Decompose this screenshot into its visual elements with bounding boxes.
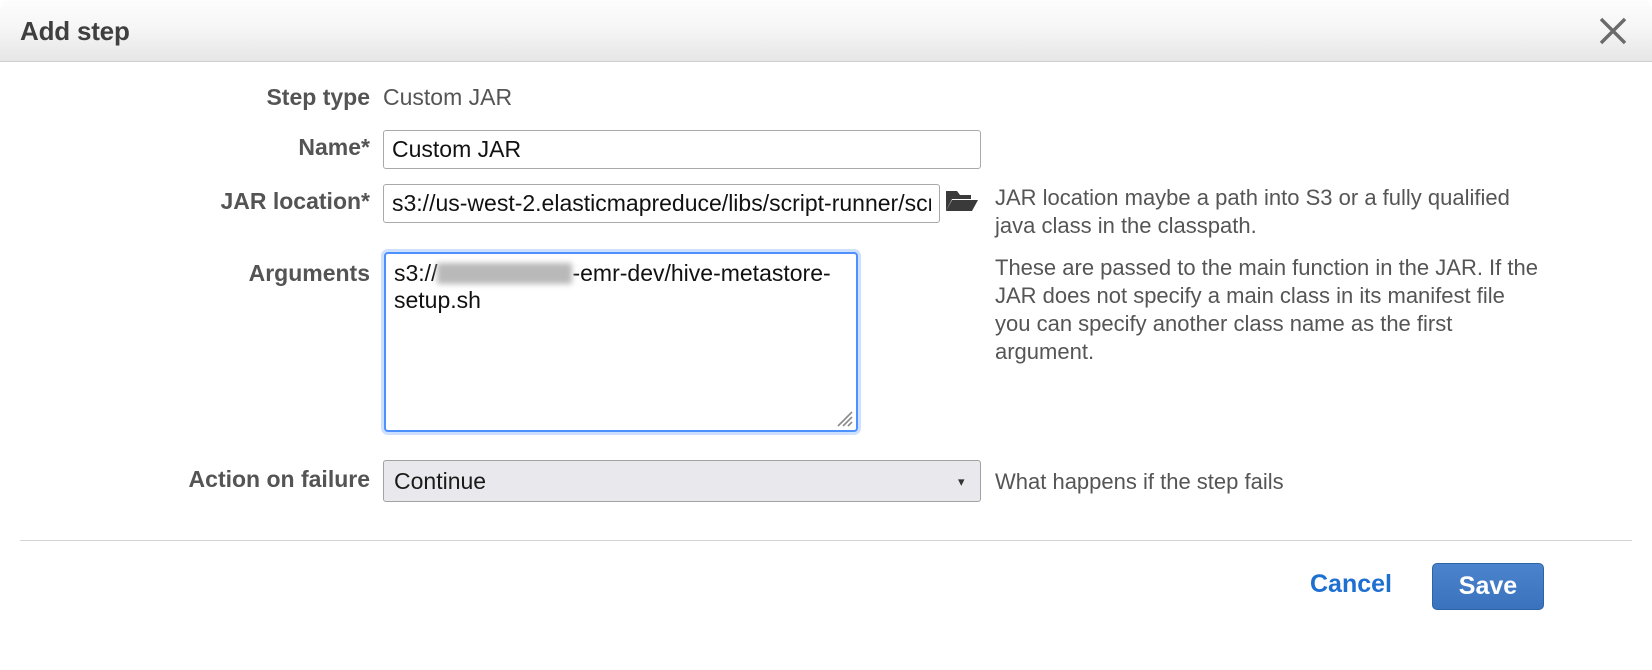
close-icon[interactable]	[1592, 10, 1634, 52]
cancel-button[interactable]: Cancel	[1310, 570, 1392, 598]
folder-icon[interactable]	[945, 187, 979, 222]
dialog-title: Add step	[20, 16, 130, 46]
arguments-label: Arguments	[248, 260, 370, 286]
arguments-input[interactable]: s3://-emr-dev/hive-metastore-setup.sh	[384, 252, 858, 432]
footer-divider	[20, 540, 1632, 541]
arguments-help: These are passed to the main function in…	[995, 255, 1538, 365]
name-label: Name*	[298, 134, 370, 160]
jar-location-label: JAR location*	[220, 188, 370, 214]
dialog-titlebar: Add step	[0, 0, 1652, 62]
step-type-label: Step type	[266, 84, 370, 110]
action-on-failure-help: What happens if the step fails	[995, 469, 1284, 494]
step-type-value: Custom JAR	[383, 84, 513, 110]
arguments-textarea-wrap: s3://-emr-dev/hive-metastore-setup.sh	[384, 252, 858, 432]
save-button[interactable]: Save	[1432, 563, 1544, 610]
redacted-text	[437, 263, 573, 284]
action-on-failure-label: Action on failure	[188, 466, 370, 492]
arguments-value-suffix: -emr-dev/hive-metastore-setup.sh	[394, 260, 831, 313]
name-input[interactable]	[383, 130, 981, 169]
arguments-value-prefix: s3://	[394, 260, 438, 286]
jar-location-input[interactable]	[383, 184, 940, 223]
action-on-failure-select[interactable]: Continue Cancel and wait Terminate clust…	[383, 460, 981, 502]
jar-location-help: JAR location maybe a path into S3 or a f…	[995, 185, 1510, 239]
dialog-body: Step type Custom JAR Name* JAR location*…	[0, 62, 1652, 540]
